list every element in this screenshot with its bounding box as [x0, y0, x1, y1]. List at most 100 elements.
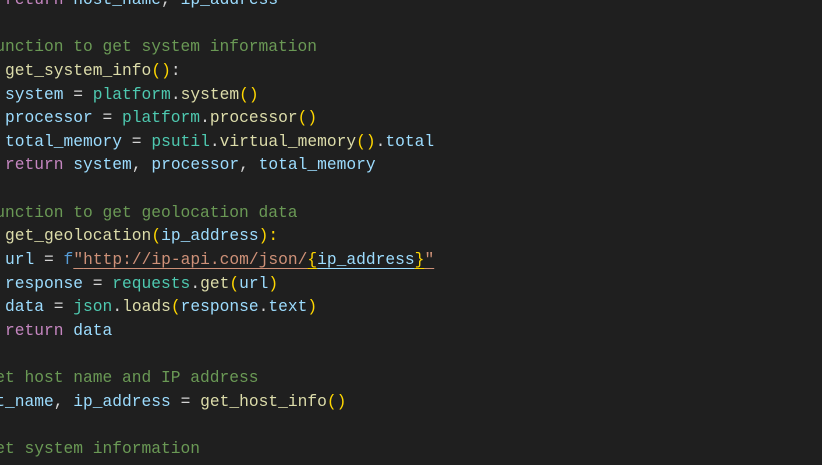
code-token: () [326, 391, 347, 411]
code-token [64, 155, 74, 174]
code-token: () [356, 131, 376, 151]
code-editor[interactable]: return host_name, ip_address # Function … [0, 0, 434, 461]
code-token: ip_address [317, 250, 415, 270]
code-token: . [258, 297, 269, 317]
code-token: get_host_info [200, 391, 327, 411]
code-token: } [414, 250, 425, 270]
code-token: f [63, 250, 74, 270]
code-token: () [151, 60, 171, 80]
code-token: platform [92, 84, 171, 104]
code-token: = [92, 108, 123, 128]
code-line[interactable]: def get_geolocation(ip_address): [0, 224, 434, 248]
code-token: = [170, 391, 201, 411]
code-token: total [385, 131, 435, 151]
code-token: () [239, 84, 259, 104]
code-line[interactable]: # Get host name and IP address [0, 366, 434, 390]
code-line[interactable]: # Get system information [0, 437, 434, 461]
code-line[interactable]: return host_name, ip_address [0, 0, 434, 12]
code-token: host_name [73, 0, 161, 9]
code-token: get_system_info [5, 60, 152, 80]
code-token: , [161, 0, 181, 9]
code-line[interactable]: data = json.loads(response.text) [0, 295, 434, 319]
code-token: ): [258, 226, 279, 246]
code-token: url [239, 273, 269, 293]
code-token: host_name [0, 391, 54, 411]
code-line[interactable]: return system, processor, total_memory [0, 153, 434, 177]
code-token: loads [122, 297, 171, 317]
code-token: . [375, 131, 386, 151]
code-line[interactable]: response = requests.get(url) [0, 272, 434, 296]
code-token: ( [151, 226, 162, 246]
code-token: http://ip-api.com/json/ [83, 250, 308, 270]
code-token: . [112, 297, 123, 317]
code-token: response [5, 273, 84, 293]
code-token: . [170, 84, 181, 104]
code-token: system [73, 155, 132, 175]
code-token: get [200, 273, 230, 293]
code-token: () [297, 108, 318, 128]
code-line[interactable]: processor = platform.processor() [0, 106, 434, 130]
blank-line[interactable] [0, 414, 434, 438]
code-token: ip_address [73, 391, 171, 411]
code-token: json [73, 297, 113, 317]
code-token [64, 321, 74, 340]
code-token: # Function to get system information [0, 37, 318, 57]
code-token: return [5, 155, 64, 175]
code-token: = [34, 250, 64, 270]
code-line[interactable]: # Function to get system information [0, 35, 434, 59]
code-token: ) [268, 273, 279, 293]
code-token: " [73, 250, 84, 270]
code-token: text [268, 297, 308, 317]
code-token: response [180, 297, 259, 317]
code-token: url [5, 250, 35, 270]
code-token: return [5, 320, 64, 340]
code-token: : [170, 60, 181, 80]
blank-line[interactable] [0, 343, 434, 367]
code-token: = [63, 84, 93, 104]
code-line[interactable]: host_name, ip_address = get_host_info() [0, 390, 434, 414]
code-token: , [131, 155, 152, 175]
code-token: = [122, 131, 152, 151]
code-line[interactable]: # Function to get geolocation data [0, 201, 434, 225]
code-token: processor [209, 108, 298, 128]
code-token: requests [112, 273, 191, 293]
code-line[interactable]: total_memory = psutil.virtual_memory().t… [0, 130, 434, 154]
code-token: virtual_memory [219, 131, 357, 151]
code-token: ( [170, 297, 181, 317]
code-line[interactable]: system = platform.system() [0, 83, 434, 107]
code-token: data [5, 297, 45, 317]
blank-line[interactable] [0, 12, 434, 36]
code-token: . [190, 273, 201, 293]
code-token: = [44, 297, 74, 317]
code-line[interactable]: def get_system_info(): [0, 59, 434, 83]
code-token: processor [5, 108, 93, 128]
code-token: ( [229, 273, 240, 293]
code-token: system [180, 84, 240, 104]
code-token: { [307, 250, 318, 270]
code-line[interactable]: url = f"http://ip-api.com/json/{ip_addre… [0, 248, 434, 272]
code-token: , [239, 155, 259, 175]
code-token: data [73, 320, 113, 340]
code-token: total_memory [5, 131, 123, 151]
code-token: ) [307, 297, 318, 317]
code-token: ip_address [181, 0, 279, 9]
code-token: platform [122, 108, 201, 128]
code-token: # Function to get geolocation data [0, 202, 298, 222]
code-token: return [5, 0, 64, 9]
code-line[interactable]: return data [0, 319, 434, 343]
code-token: system [5, 84, 64, 104]
code-token: processor [151, 155, 240, 175]
code-token: , [53, 391, 74, 411]
code-token: # Get system information [0, 439, 201, 459]
code-token: = [83, 273, 113, 293]
code-token: get_geolocation [5, 226, 152, 246]
code-token: " [424, 250, 435, 270]
blank-line[interactable] [0, 177, 434, 201]
code-token: # Get host name and IP address [0, 368, 259, 388]
code-token: . [209, 131, 220, 151]
code-token: psutil [151, 131, 210, 151]
code-token: . [200, 108, 210, 128]
code-token: ip_address [161, 226, 259, 246]
code-token: total_memory [258, 155, 376, 175]
code-token [64, 0, 74, 9]
